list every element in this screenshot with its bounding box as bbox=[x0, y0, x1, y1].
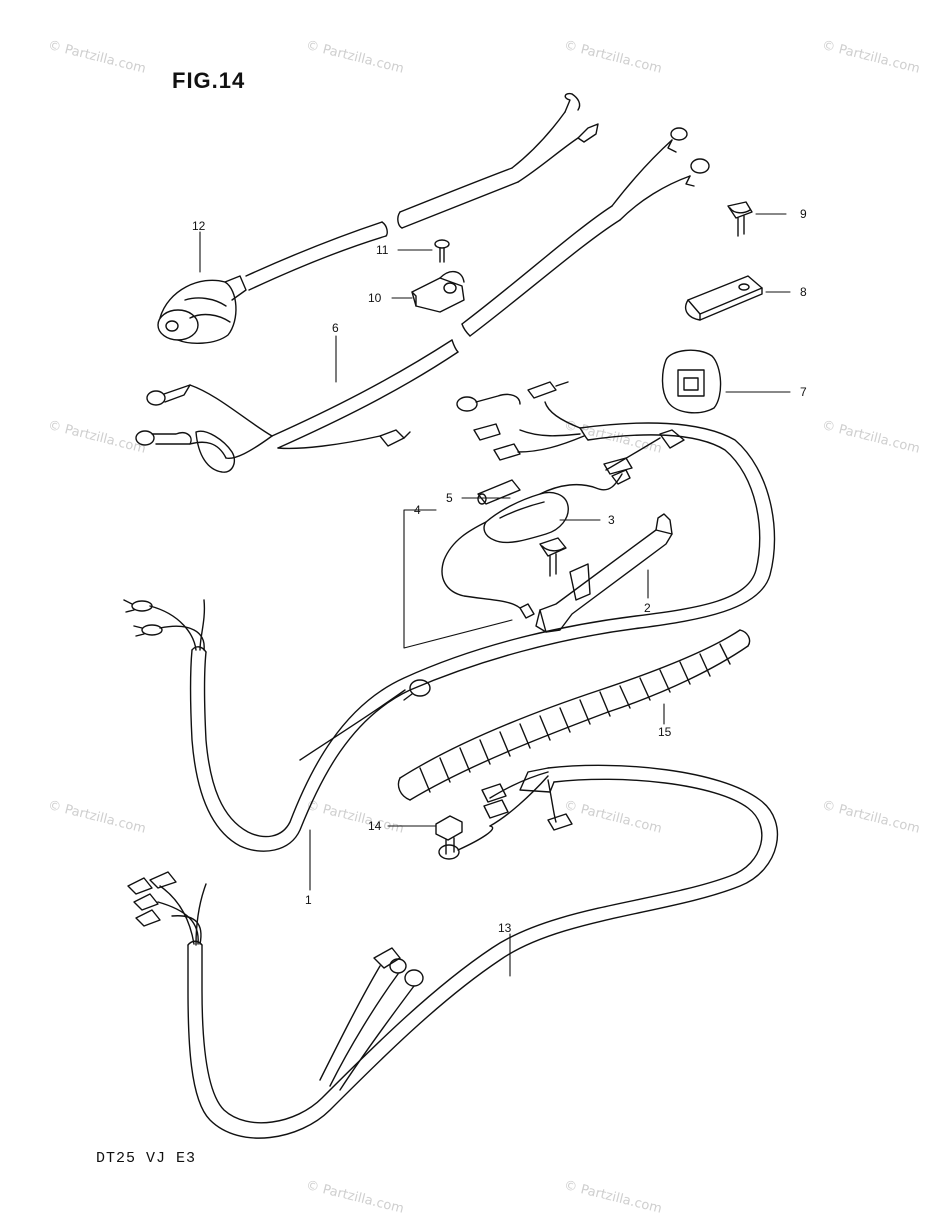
part-15-spiral-wrap bbox=[397, 629, 751, 801]
part-3-bolt bbox=[539, 537, 567, 577]
part-4-fuse-holder bbox=[441, 469, 631, 619]
callout-5: 5 bbox=[446, 491, 453, 505]
callout-6: 6 bbox=[332, 321, 339, 335]
callout-8: 8 bbox=[800, 285, 807, 299]
leader-lines bbox=[199, 213, 791, 977]
part-8-plate bbox=[684, 275, 763, 321]
callout-labels: 1 2 3 4 5 6 7 8 9 10 11 12 13 14 15 bbox=[192, 207, 807, 935]
callout-2: 2 bbox=[644, 601, 651, 615]
callout-11: 11 bbox=[376, 243, 389, 257]
model-code: DT25 VJ E3 bbox=[96, 1150, 197, 1167]
callout-3: 3 bbox=[608, 513, 615, 527]
part-1-main-harness bbox=[123, 381, 776, 852]
part-11-screw bbox=[434, 239, 450, 263]
part-9-bolt bbox=[727, 201, 753, 237]
part-14-bolt bbox=[435, 815, 463, 855]
callout-1: 1 bbox=[305, 893, 312, 907]
callout-13: 13 bbox=[498, 921, 512, 935]
part-6-harness bbox=[135, 127, 710, 473]
callout-9: 9 bbox=[800, 207, 807, 221]
callout-15: 15 bbox=[658, 725, 672, 739]
part-13-lower-harness bbox=[127, 764, 779, 1139]
figure-title: FIG.14 bbox=[172, 68, 246, 93]
callout-14: 14 bbox=[368, 819, 382, 833]
part-7-grommet bbox=[661, 349, 722, 414]
callout-4: 4 bbox=[414, 503, 421, 517]
part-2-bracket bbox=[535, 513, 673, 633]
part-12-switch bbox=[157, 221, 388, 344]
part-10-clamp bbox=[411, 271, 465, 313]
part-5-fuse bbox=[477, 479, 521, 505]
part-12-cable-upper bbox=[397, 92, 599, 229]
callout-4-bracket bbox=[403, 509, 513, 649]
callout-7: 7 bbox=[800, 385, 807, 399]
callout-10: 10 bbox=[368, 291, 382, 305]
callout-12: 12 bbox=[192, 219, 206, 233]
